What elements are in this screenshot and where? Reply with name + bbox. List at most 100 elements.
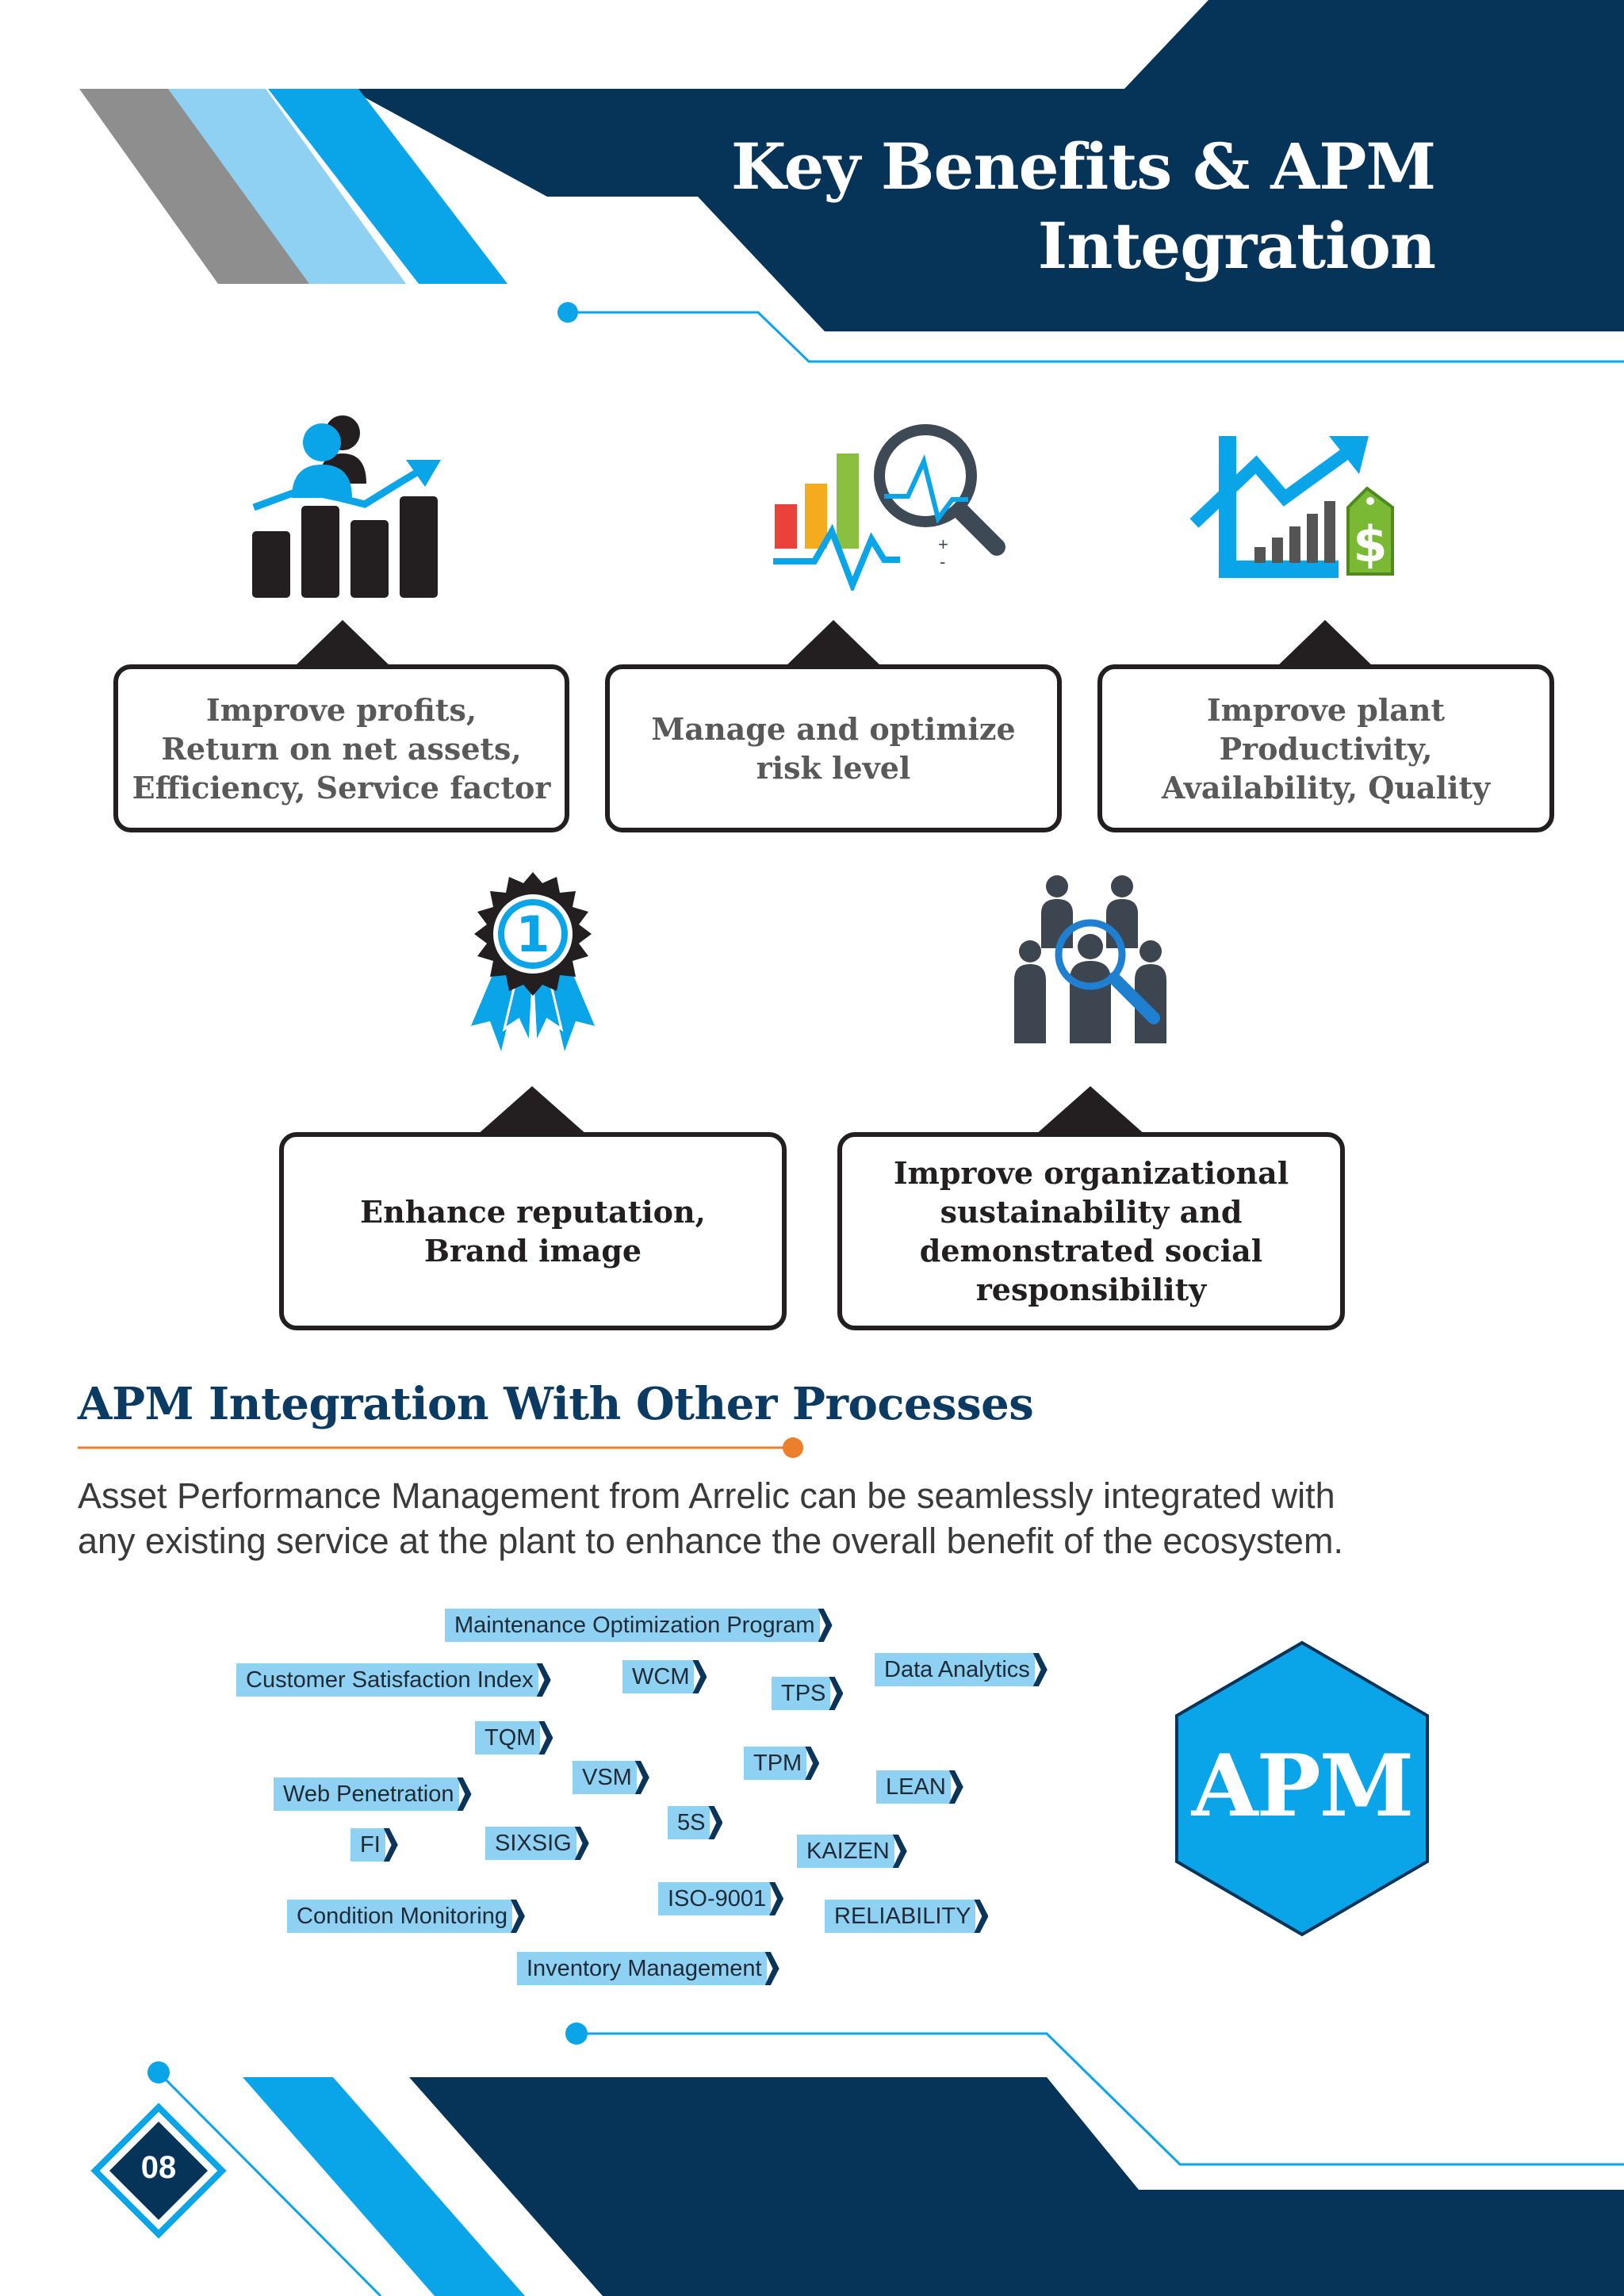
process-tag: VSM (573, 1761, 649, 1794)
process-tag: Data Analytics (875, 1653, 1048, 1686)
chevron-right-icon (708, 1806, 723, 1839)
apm-hexagon-label: APM (1191, 1736, 1415, 1836)
people-search-icon (1014, 875, 1166, 1043)
process-tag-label: Customer Satisfaction Index (236, 1663, 538, 1697)
process-tag-label: 5S (668, 1806, 710, 1839)
process-tag-label: Maintenance Optimization Program (445, 1609, 820, 1642)
process-tag: SIXSIG (485, 1827, 589, 1860)
section-title: APM Integration With Other Processes (78, 1378, 1034, 1430)
chevron-right-icon (974, 1900, 989, 1933)
benefit-pointer (293, 620, 392, 668)
section-description-line: any existing service at the plant to enh… (78, 1521, 1343, 1561)
benefit-box-profits: Improve profits, Return on net assets, E… (113, 664, 569, 832)
chevron-right-icon (383, 1828, 398, 1862)
chevron-right-icon (892, 1835, 907, 1868)
process-tag-label: KAIZEN (797, 1835, 894, 1868)
header-banner (349, 0, 1624, 331)
process-tag-label: SIXSIG (485, 1827, 576, 1860)
process-tag: 5S (668, 1806, 723, 1839)
process-tag: KAIZEN (797, 1835, 907, 1868)
benefit-text-line: Productivity, (1219, 730, 1433, 767)
process-tag-label: Web Penetration (274, 1777, 459, 1811)
process-tag-label: VSM (573, 1761, 637, 1794)
chevron-right-icon (769, 1882, 784, 1915)
process-tag-label: Condition Monitoring (287, 1900, 512, 1933)
process-tag: WCM (622, 1660, 707, 1693)
benefit-pointer (1035, 1086, 1146, 1135)
chevron-right-icon (1032, 1653, 1048, 1686)
section-description-line: Asset Performance Management from Arreli… (78, 1475, 1335, 1516)
chevron-right-icon (764, 1952, 779, 1985)
process-tag: Inventory Management (517, 1952, 779, 1985)
process-tag: TQM (475, 1721, 553, 1755)
chevron-right-icon (510, 1900, 525, 1933)
svg-text:$: $ (1353, 515, 1387, 573)
page-title: Key Benefits & APM Integration (484, 127, 1436, 285)
risk-analysis-magnifier-icon: + - (773, 424, 1005, 591)
process-tag: TPM (744, 1747, 820, 1780)
svg-text:-: - (940, 552, 945, 572)
footer-banner (409, 2077, 1624, 2296)
chevron-right-icon (948, 1770, 963, 1804)
header-stripe-grey (79, 89, 317, 284)
page-number-diamond-inner (109, 2122, 208, 2220)
process-tag: TPS (772, 1677, 844, 1710)
benefit-text-line: risk level (756, 750, 911, 786)
benefit-text-line: sustainability and (940, 1194, 1243, 1230)
svg-text:1: 1 (515, 905, 550, 963)
header-connector-line (568, 311, 1624, 363)
page-number: 08 (140, 2150, 177, 2185)
team-growth-chart-icon (252, 415, 441, 598)
process-tag-label: WCM (622, 1660, 695, 1693)
process-tag: RELIABILITY (825, 1900, 989, 1933)
benefit-text-line: Improve profits, (205, 691, 477, 728)
header-stripe-blue (268, 89, 508, 284)
award-badge-icon: 1 (471, 872, 595, 1051)
benefit-text-line: Brand image (423, 1233, 642, 1269)
chevron-right-icon (692, 1660, 707, 1693)
benefit-box-productivity: Improve plant Productivity, Availability… (1097, 664, 1554, 832)
header-stripe-lightblue (168, 89, 406, 284)
benefit-pointer (477, 1086, 588, 1135)
process-tag-label: Data Analytics (875, 1653, 1035, 1686)
benefit-box-reputation: Enhance reputation, Brand image (279, 1132, 787, 1330)
chevron-right-icon (829, 1677, 844, 1710)
chevron-right-icon (536, 1663, 551, 1697)
process-tag-label: LEAN (876, 1770, 951, 1804)
chevron-right-icon (634, 1761, 649, 1794)
process-tag-label: FI (350, 1828, 385, 1862)
apm-hexagon (1175, 1640, 1429, 1937)
footer-stripe-blue (243, 2077, 525, 2296)
process-tag: Web Penetration (274, 1777, 472, 1811)
footer-diagonal-line (157, 2071, 382, 2296)
benefit-text-line: Improve organizational (893, 1155, 1289, 1191)
benefit-text-line: Availability, Quality (1161, 769, 1491, 806)
process-tag-label: RELIABILITY (825, 1900, 976, 1933)
footer-connector-line (576, 2032, 1624, 2166)
benefit-text-line: Return on net assets, (161, 730, 522, 767)
benefit-box-sustainability: Improve organizational sustainability an… (837, 1132, 1345, 1330)
process-tag-label: TQM (475, 1721, 541, 1755)
chevron-right-icon (538, 1721, 553, 1755)
process-tag: Maintenance Optimization Program (445, 1609, 833, 1642)
chevron-right-icon (818, 1609, 833, 1642)
page-title-line: Key Benefits & APM (730, 129, 1436, 204)
process-tag: FI (350, 1828, 398, 1862)
chevron-right-icon (805, 1747, 820, 1780)
page-title-line: Integration (1037, 209, 1436, 283)
process-tag-label: ISO-9001 (658, 1882, 772, 1915)
benefit-text-line: Enhance reputation, (360, 1194, 706, 1230)
process-tag: ISO-9001 (658, 1882, 784, 1915)
section-title-underline-dot (783, 1437, 803, 1458)
process-tag: Condition Monitoring (287, 1900, 525, 1933)
benefit-box-risk: Manage and optimize risk level (605, 664, 1062, 832)
process-tag: Customer Satisfaction Index (236, 1663, 551, 1697)
process-tag-label: Inventory Management (517, 1952, 767, 1985)
chevron-right-icon (574, 1827, 589, 1860)
svg-text:+: + (938, 534, 948, 554)
process-tag-label: TPM (744, 1747, 807, 1780)
benefit-pointer (784, 620, 883, 668)
price-growth-chart-icon: $ (1189, 436, 1394, 578)
benefit-text-line: responsibility (975, 1272, 1207, 1307)
